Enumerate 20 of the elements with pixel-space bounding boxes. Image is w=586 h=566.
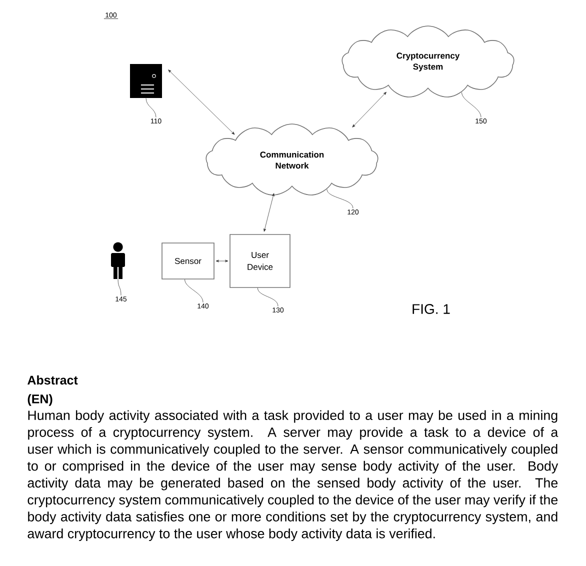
leader-line (184, 279, 204, 303)
arrow (352, 92, 386, 128)
heading: Abstract (28, 375, 78, 385)
arrow (168, 70, 235, 135)
leader-line (326, 189, 354, 209)
leader-line (146, 98, 156, 118)
leader-line (462, 92, 482, 118)
server-drawing (130, 64, 162, 98)
network-cloud: Communication Network (206, 124, 378, 196)
arrow (216, 260, 228, 262)
device-box: User Device (230, 234, 290, 288)
figure-caption: FIG. 1 (412, 304, 450, 314)
system-cloud: Cryptocurrency System (342, 26, 514, 98)
leader-line (118, 279, 122, 296)
arrow (264, 193, 274, 232)
leader-line (257, 288, 278, 307)
abstract-paragraph: Human body activity associated with a task provided to a user may be used in a mining process of a cryptocurrency system. A server may provide a task to a device of a user which is communicatively coupled to the server. A sensor communicatively coupled to or comprised in the device of the user may sense body activity of the user. Body activity data may be generated based on the sensed body activity of the user. The cryptocurrency system communicatively coupled to the device of the user may verify if the body activity data satisfies one or more conditions set by the cryptocurrency system, and award cryptocurrency to the user whose body activity data is verified. (27, 410, 558, 541)
subheading: (EN) (28, 394, 52, 406)
person-figure (111, 242, 125, 279)
sensor-box: Sensor (162, 242, 214, 280)
